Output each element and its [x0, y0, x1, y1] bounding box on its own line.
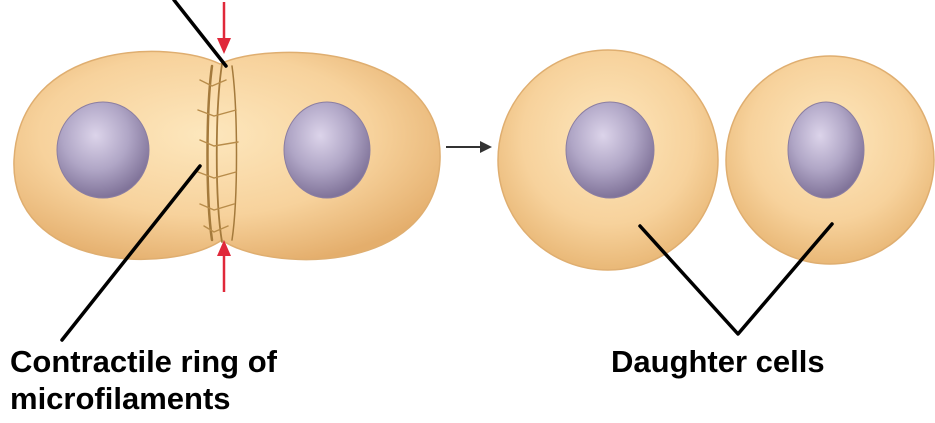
- contractile-ring-label: Contractile ring of microfilaments: [10, 343, 277, 417]
- nucleus-left: [57, 102, 149, 198]
- contractile-ring-label-line2: microfilaments: [10, 380, 277, 417]
- daughter-cell-left: [498, 50, 718, 270]
- process-arrow: [446, 141, 492, 153]
- daughter-cells-label: Daughter cells: [611, 343, 825, 380]
- contractile-ring-label-line1: Contractile ring of: [10, 343, 277, 380]
- nucleus-right: [284, 102, 370, 198]
- daughter-cell-right: [726, 56, 934, 264]
- constriction-arrow-bottom: [217, 240, 231, 292]
- daughter-nucleus-right: [788, 102, 864, 198]
- constriction-arrow-top: [217, 2, 231, 54]
- dividing-cell: [14, 51, 440, 259]
- daughter-nucleus-left: [566, 102, 654, 198]
